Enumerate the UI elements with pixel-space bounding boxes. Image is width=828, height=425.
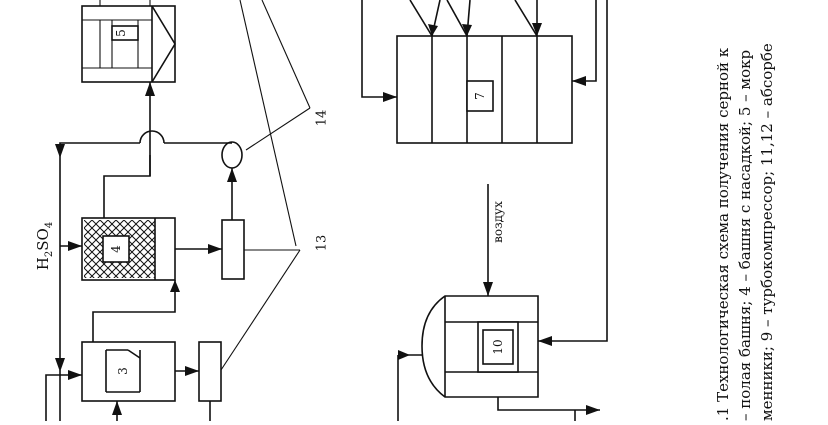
acid-label: H2SO4 bbox=[34, 222, 55, 270]
node-label-3: 3 bbox=[116, 367, 130, 375]
node-label-5: 5 bbox=[114, 29, 128, 37]
caption-line-1: .1 Технологическая схема получения серно… bbox=[714, 47, 732, 421]
node-label-10: 10 bbox=[491, 339, 505, 354]
caption-line-3: менники; 9 – турбокомпрессор; 11,12 – аб… bbox=[758, 43, 776, 421]
node-label-7: 7 bbox=[473, 92, 487, 100]
unit-4-packed-tower: 4 bbox=[81, 217, 176, 281]
figure-caption: .1 Технологическая схема получения серно… bbox=[714, 43, 776, 421]
unit-5-wet-electrofilter: 5 bbox=[81, 5, 176, 83]
pump-14 bbox=[221, 141, 243, 169]
caption-line-2: – полая башня; 4 – башня с насадкой; 5 –… bbox=[736, 50, 754, 421]
unit-3-hollow-tower: 3 bbox=[81, 341, 176, 402]
node-label-4: 4 bbox=[109, 245, 123, 253]
node-label-13: 13 bbox=[315, 235, 330, 252]
unit-7-contact-apparatus: 7 bbox=[396, 35, 573, 144]
unit-10-drying-tower: 10 bbox=[421, 295, 539, 398]
node-label-14: 14 bbox=[315, 110, 330, 127]
collector-13-upper bbox=[221, 219, 245, 280]
air-label: воздух bbox=[491, 201, 505, 243]
collector-13-lower bbox=[198, 341, 222, 402]
